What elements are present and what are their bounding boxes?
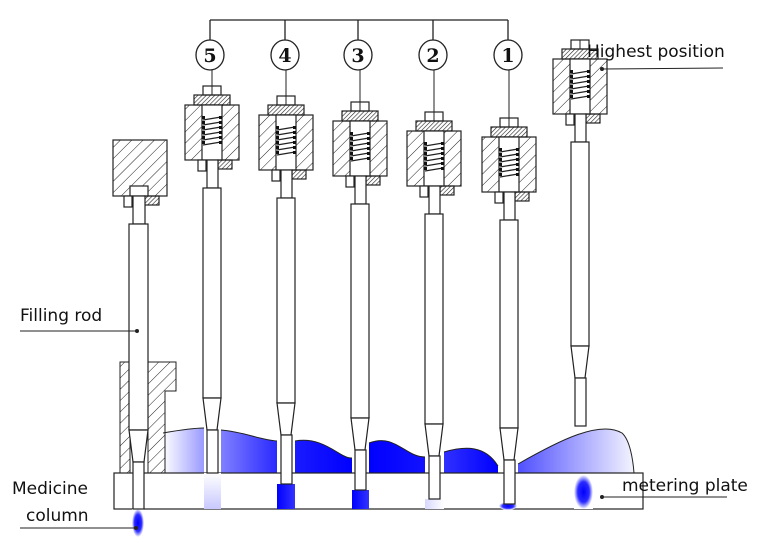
spring-coil	[202, 121, 222, 126]
metering-plate	[113, 472, 644, 537]
medicine-text-line2: column	[26, 506, 89, 526]
cap-plate	[415, 120, 453, 132]
filling-rod-text: Filling rod	[20, 306, 102, 326]
spring-coil	[350, 142, 370, 147]
spring-coil	[570, 90, 590, 95]
rod-tip	[206, 429, 219, 474]
label-highest-position: Highest position	[587, 42, 725, 71]
spring-coil	[499, 168, 519, 173]
rod-tip	[280, 434, 293, 485]
station-4	[258, 68, 314, 485]
spring-coil	[202, 131, 222, 136]
spring-coil	[499, 148, 519, 153]
spring-coil	[570, 70, 590, 75]
spring-coil	[424, 167, 444, 172]
spring-coil	[424, 162, 444, 167]
spring-coil	[350, 137, 370, 142]
cap-plate	[193, 94, 231, 106]
spring-coil	[202, 136, 222, 141]
spring-coil	[350, 132, 370, 137]
station-number-badge: 1	[493, 39, 523, 71]
spring-coil	[499, 158, 519, 163]
station-number-badge: 3	[343, 39, 373, 71]
rod-highest-position	[552, 39, 608, 427]
label-medicine-column: Medicine column	[12, 479, 138, 530]
filling-rod	[499, 219, 519, 429]
rod-tip	[503, 459, 516, 505]
spring-coil	[570, 85, 590, 90]
spring-coil	[276, 146, 296, 151]
spring-coil	[570, 75, 590, 80]
station-2	[406, 68, 462, 500]
spring-coil	[424, 152, 444, 157]
station-number-badge: 4	[270, 39, 300, 71]
cap-plate	[267, 104, 305, 116]
spring-coil	[499, 173, 519, 178]
filling-rod-left	[112, 139, 168, 510]
station-number: 5	[203, 45, 216, 67]
lock-nut	[291, 169, 307, 180]
filling-rod	[570, 141, 590, 347]
filling-rod	[202, 187, 222, 399]
spring-coil	[350, 157, 370, 162]
label-metering-plate: metering plate	[600, 476, 748, 499]
spring-coil	[276, 126, 296, 131]
station-number: 4	[278, 45, 291, 67]
medicine-text-line1: Medicine	[12, 479, 88, 499]
spring-coil	[202, 116, 222, 121]
station-number: 3	[351, 45, 364, 67]
filling-rod	[424, 213, 444, 425]
label-filling-rod: Filling rod	[20, 306, 139, 333]
highest-position-text: Highest position	[587, 42, 725, 62]
spring-coil	[570, 80, 590, 85]
spring-coil	[424, 147, 444, 152]
station-3	[332, 68, 388, 491]
rod-tip	[354, 449, 367, 491]
spring-coil	[350, 152, 370, 157]
station-number: 1	[501, 45, 514, 67]
cap-plate	[490, 126, 528, 138]
spring-coil	[350, 147, 370, 152]
filling-rod	[350, 203, 370, 419]
spring-coil	[276, 136, 296, 141]
filling-rod	[276, 197, 296, 404]
spring-coil	[276, 141, 296, 146]
lock-nut	[585, 113, 601, 124]
spring-coil	[570, 95, 590, 100]
spring-coil	[202, 141, 222, 146]
cap-plate	[341, 110, 379, 122]
spring-coil	[424, 142, 444, 147]
station-number: 2	[426, 45, 439, 67]
station-number-badge: 5	[195, 39, 225, 71]
spring-coil	[276, 131, 296, 136]
lock-nut	[439, 185, 455, 196]
spring-coil	[499, 163, 519, 168]
lock-nut	[514, 191, 530, 202]
station-number-badge: 2	[418, 39, 448, 71]
rod-tip	[428, 455, 441, 500]
metering-plate-text: metering plate	[622, 476, 748, 496]
station-5	[184, 68, 240, 474]
spring-coil	[424, 157, 444, 162]
spring-coil	[276, 151, 296, 156]
station-1	[481, 68, 537, 505]
rod-tip	[574, 377, 587, 427]
lock-nut	[365, 175, 381, 186]
medicine-bed	[162, 427, 635, 474]
station-bracket	[209, 19, 509, 42]
spring-coil	[499, 153, 519, 158]
lock-nut	[217, 159, 233, 170]
spring-coil	[202, 126, 222, 131]
